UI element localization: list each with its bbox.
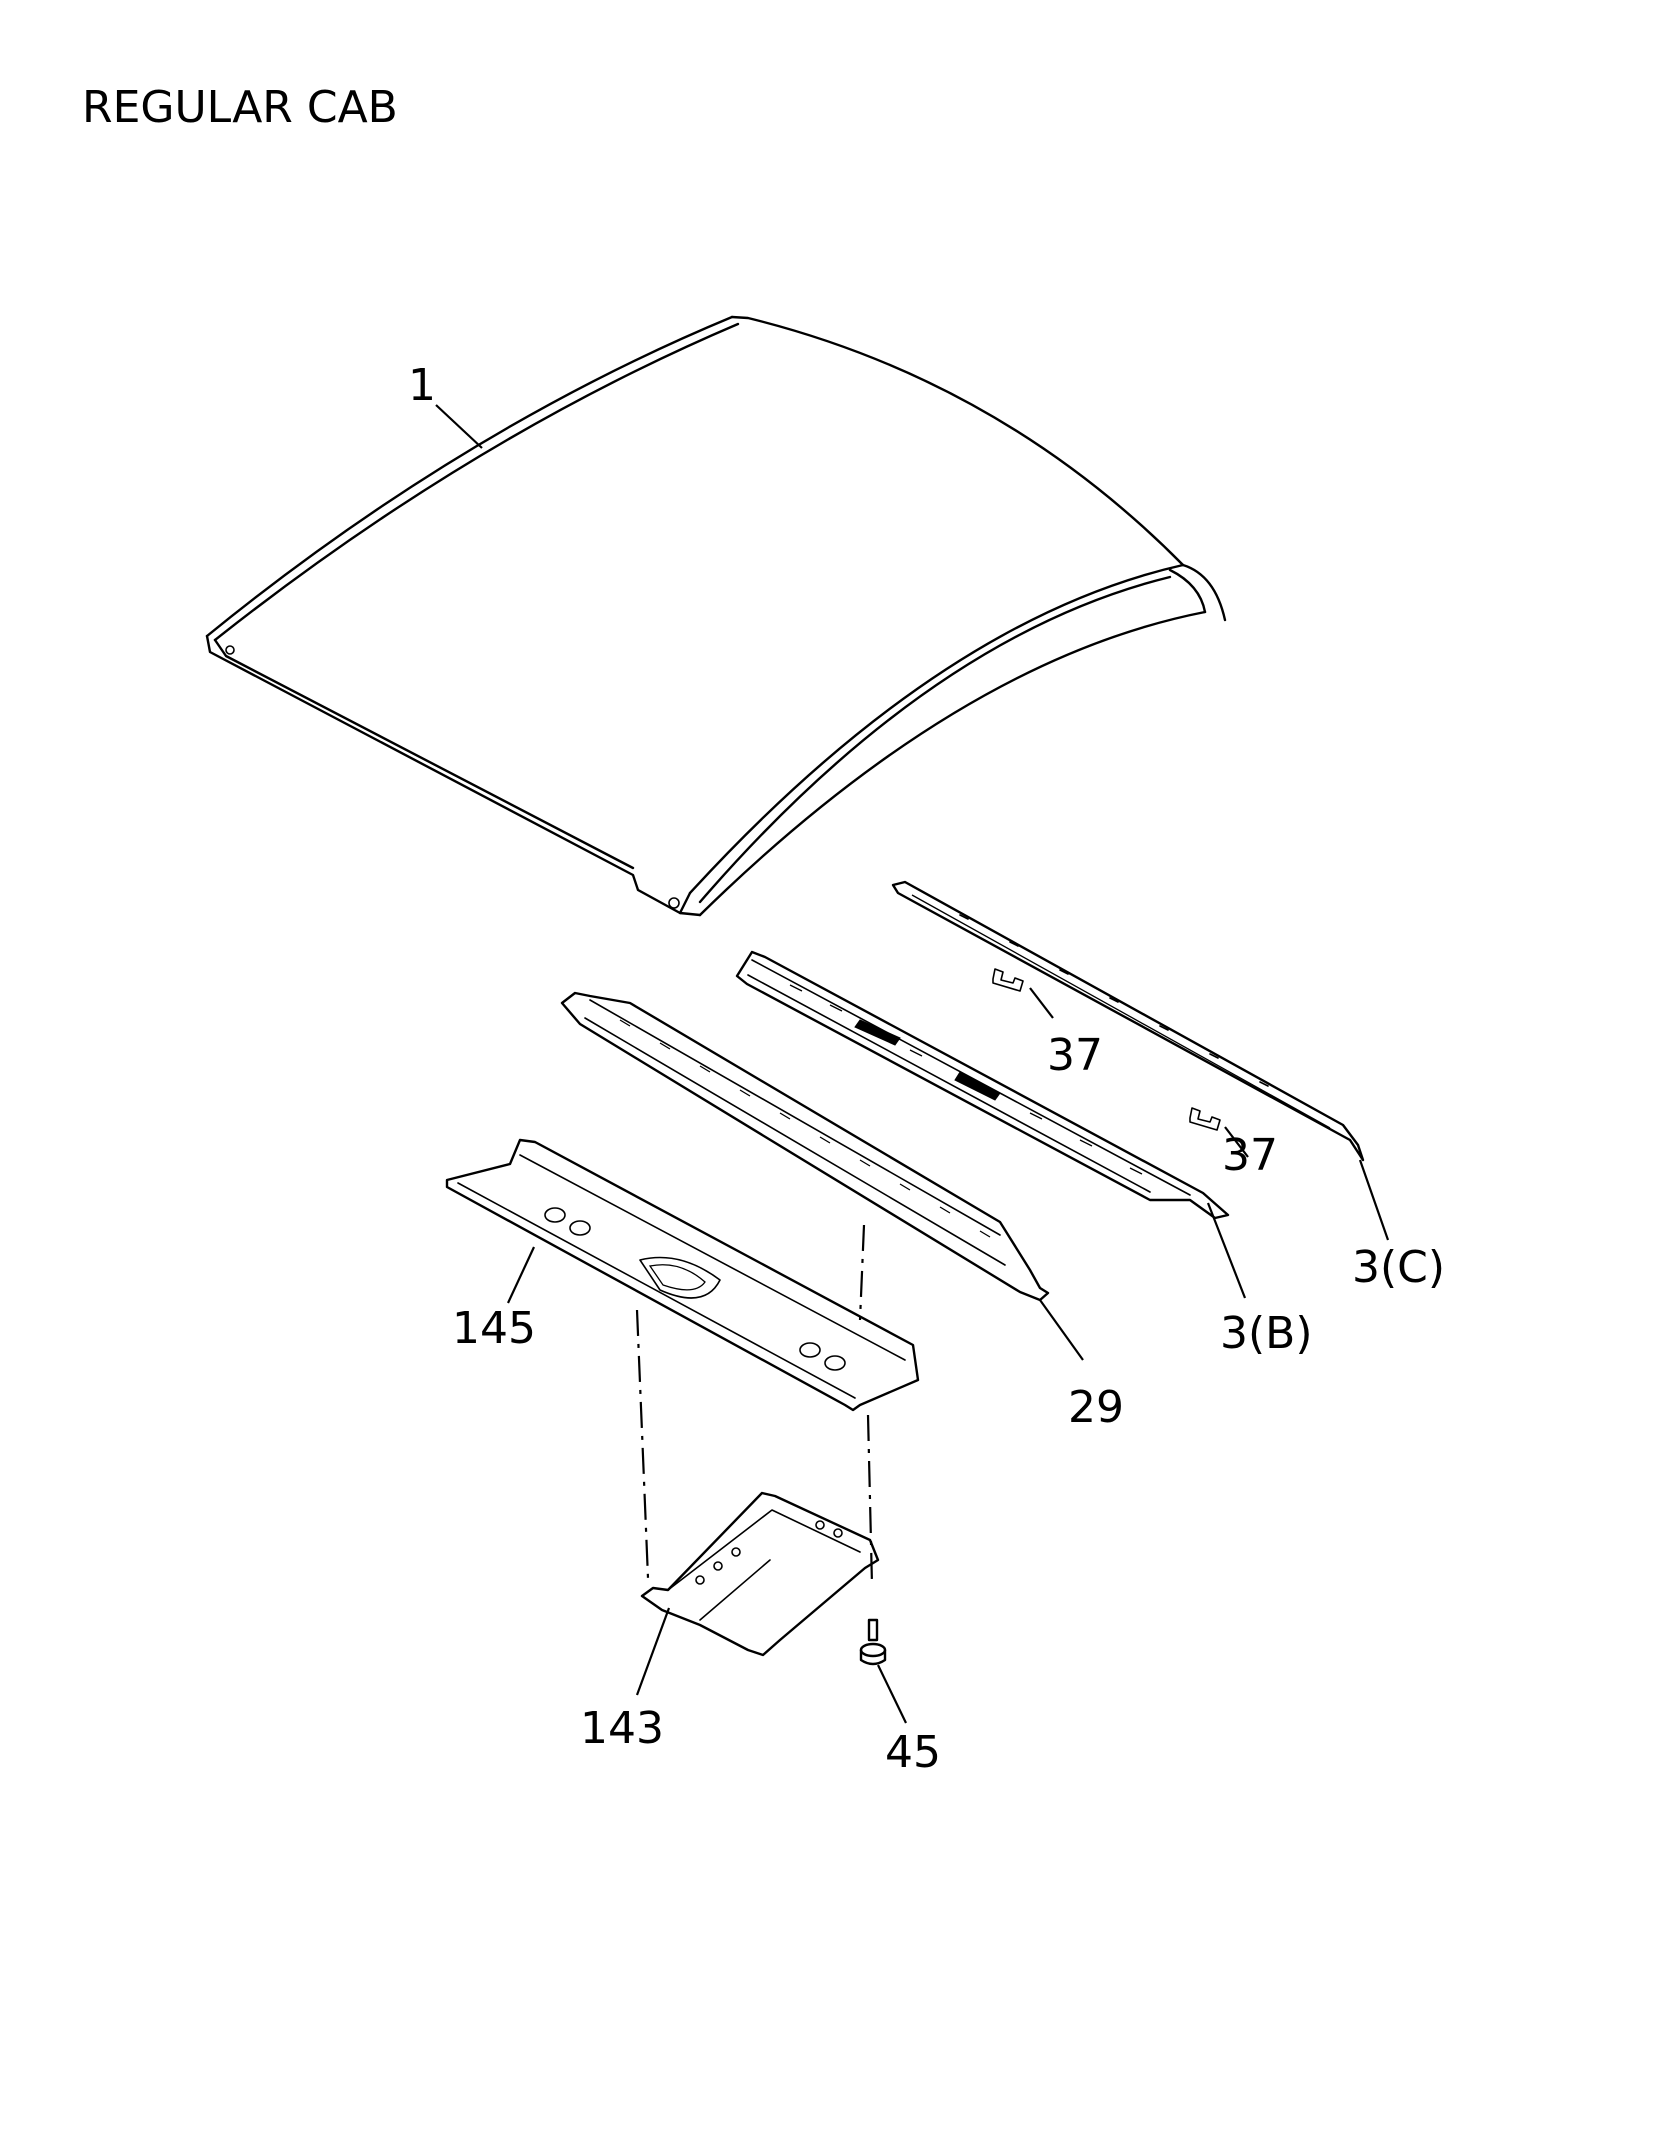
leader-1 bbox=[435, 404, 483, 449]
callout-145: 145 bbox=[452, 1303, 536, 1354]
bolt-45 bbox=[859, 1618, 887, 1666]
roof-panel bbox=[205, 315, 1227, 917]
callout-1: 1 bbox=[408, 360, 436, 411]
alignment-line-left bbox=[635, 1309, 650, 1579]
leader-143 bbox=[635, 1607, 671, 1696]
callout-37-upper: 37 bbox=[1047, 1030, 1103, 1081]
bracket-37-upper bbox=[992, 968, 1024, 992]
leader-3c bbox=[1358, 1159, 1390, 1241]
bracket-37-lower bbox=[1189, 1107, 1221, 1131]
roof-bow-b bbox=[735, 950, 1230, 1220]
bracket-143 bbox=[640, 1491, 880, 1657]
alignment-line-right bbox=[858, 1224, 866, 1321]
roof-bow-c bbox=[891, 880, 1365, 1162]
page-title: REGULAR CAB bbox=[82, 82, 398, 133]
callout-29: 29 bbox=[1068, 1382, 1124, 1433]
callout-3c: 3(C) bbox=[1352, 1242, 1445, 1293]
roof-rail-29 bbox=[560, 991, 1050, 1302]
callout-143: 143 bbox=[580, 1703, 664, 1754]
leader-29 bbox=[1039, 1299, 1084, 1361]
callout-37-lower: 37 bbox=[1222, 1130, 1278, 1181]
callout-3b: 3(B) bbox=[1220, 1308, 1313, 1359]
roof-rail-145 bbox=[445, 1138, 920, 1412]
leader-3b bbox=[1206, 1202, 1247, 1299]
callout-45: 45 bbox=[885, 1727, 941, 1778]
leader-145 bbox=[507, 1246, 535, 1304]
alignment-line-right-lower bbox=[866, 1414, 874, 1586]
leader-37-upper bbox=[1029, 987, 1054, 1019]
leader-37-lower bbox=[1224, 1126, 1249, 1158]
leader-45 bbox=[877, 1664, 907, 1724]
